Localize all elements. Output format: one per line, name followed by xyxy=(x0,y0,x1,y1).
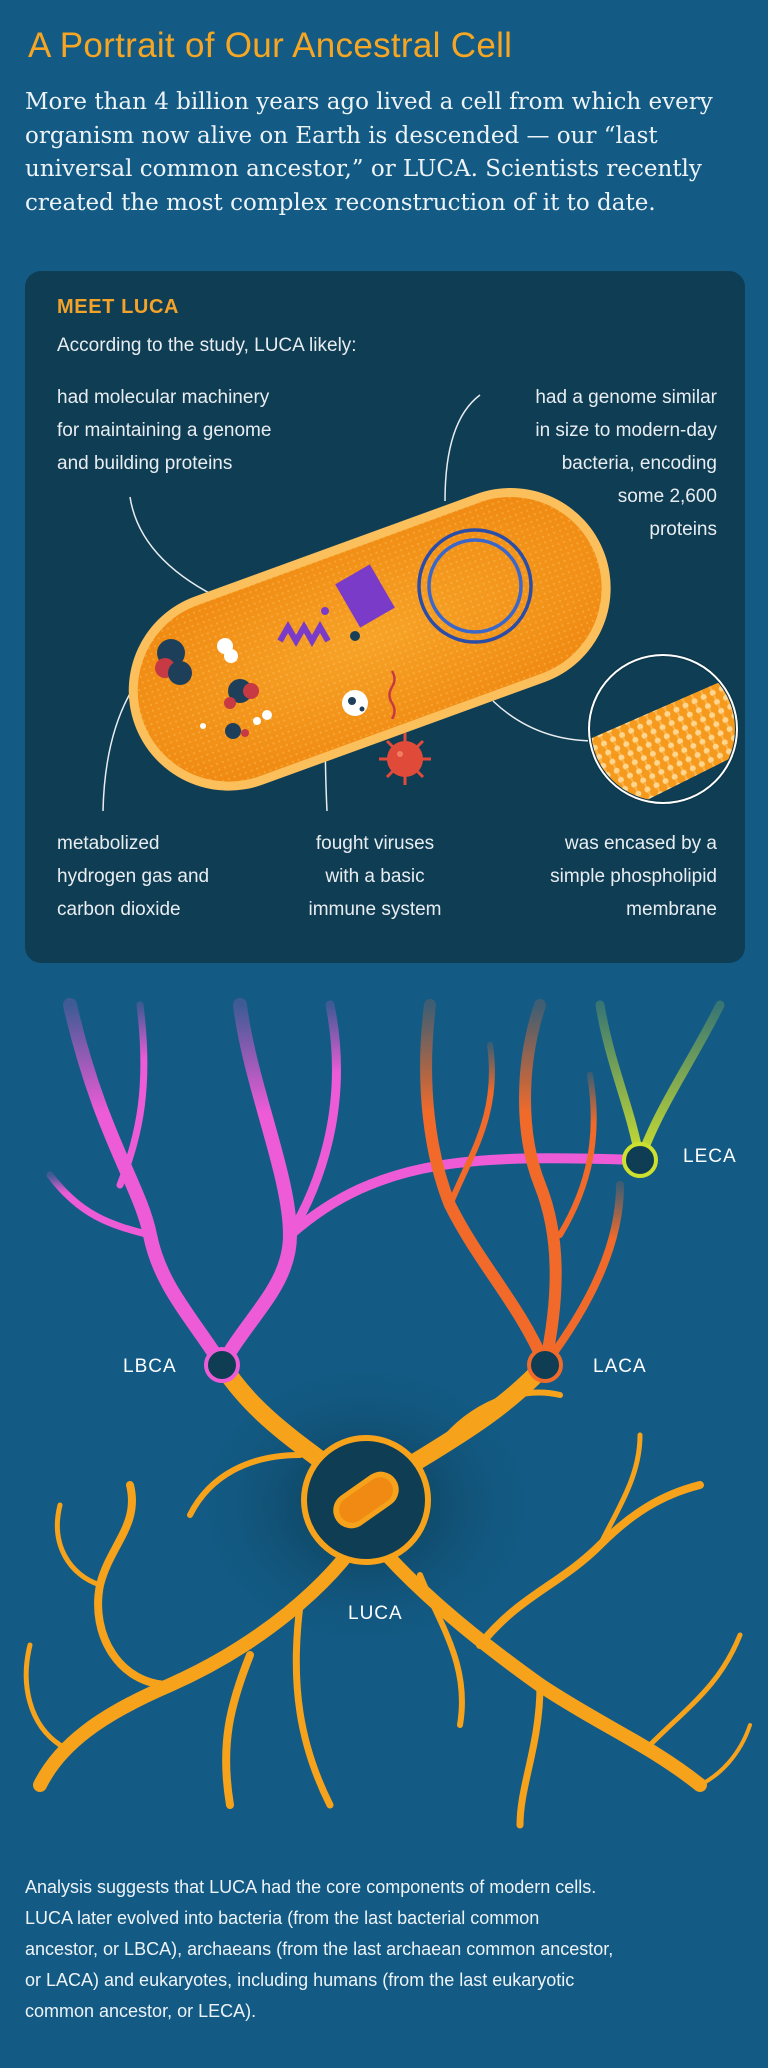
footer-line: or LACA) and eukaryotes, including human… xyxy=(25,1970,575,1990)
membrane-leader-line xyxy=(492,700,596,742)
eukaryote-branches xyxy=(595,1000,725,1165)
callout-line: hydrogen gas and xyxy=(57,866,210,887)
callout-line: with a basic xyxy=(325,866,425,887)
callout-line: proteins xyxy=(649,519,717,540)
luca-label: LUCA xyxy=(348,1603,403,1624)
tree-of-life-diagram xyxy=(23,998,752,1829)
callout-immune: fought viruses with a basic immune syste… xyxy=(265,827,485,926)
page-title: A Portrait of Our Ancestral Cell xyxy=(28,26,513,65)
virus-icon xyxy=(379,733,431,785)
footer-line: ancestor, or LBCA), archaeans (from the … xyxy=(25,1939,614,1959)
callout-line: bacteria, encoding xyxy=(561,453,717,474)
lbca-label: LBCA xyxy=(123,1356,177,1377)
dna-ring-icon xyxy=(417,528,533,644)
laca-node xyxy=(527,1347,563,1383)
leca-label: LECA xyxy=(683,1146,737,1167)
protein-machinery-icon xyxy=(277,564,395,648)
callout-line: carbon dioxide xyxy=(57,899,181,920)
footer-line: LUCA later evolved into bacteria (from t… xyxy=(25,1908,540,1928)
genome-leader-line xyxy=(444,394,481,502)
callout-line: metabolized xyxy=(57,833,160,854)
callout-line: for maintaining a genome xyxy=(57,420,272,441)
callout-genome: had a genome similar in size to modern-d… xyxy=(535,381,717,546)
callout-line: simple phospholipid xyxy=(550,866,717,887)
callout-metabolism: metabolized hydrogen gas and carbon diox… xyxy=(57,827,209,926)
card-subtitle: According to the study, LUCA likely: xyxy=(57,335,357,356)
callout-line: some 2,600 xyxy=(617,486,717,507)
callout-line: had a genome similar xyxy=(535,387,717,408)
footer-line: Analysis suggests that LUCA had the core… xyxy=(25,1877,597,1897)
cell-body xyxy=(128,487,611,791)
callout-membrane: was encased by a simple phospholipid mem… xyxy=(550,827,717,926)
callout-line: in size to modern-day xyxy=(535,420,717,441)
card-label: MEET LUCA xyxy=(57,296,180,318)
callout-line: was encased by a xyxy=(564,833,717,854)
machinery-leader-line xyxy=(129,496,226,602)
callout-line: and building proteins xyxy=(57,453,233,474)
membrane-zoom-icon xyxy=(587,653,739,805)
laca-label: LACA xyxy=(593,1356,647,1377)
lbca-node xyxy=(204,1347,240,1383)
footer-caption: Analysis suggests that LUCA had the core… xyxy=(25,1872,745,2027)
molecules-icon xyxy=(155,638,272,739)
intro-paragraph: More than 4 billion years ago lived a ce… xyxy=(25,89,713,216)
immune-particle-icon xyxy=(342,670,396,720)
archaea-branches xyxy=(420,999,624,1371)
callout-line: had molecular machinery xyxy=(57,387,270,408)
callout-line: immune system xyxy=(308,899,442,920)
footer-line: common ancestor, or LECA). xyxy=(25,2001,257,2021)
meet-luca-card: MEET LUCA According to the study, LUCA l… xyxy=(25,271,745,963)
luca-cell-illustration xyxy=(102,394,739,812)
callout-machinery: had molecular machinery for maintaining … xyxy=(57,381,271,480)
callout-line: membrane xyxy=(626,899,717,920)
callout-line: fought viruses xyxy=(315,833,435,854)
luca-node xyxy=(301,1435,431,1565)
leca-node xyxy=(622,1142,658,1178)
